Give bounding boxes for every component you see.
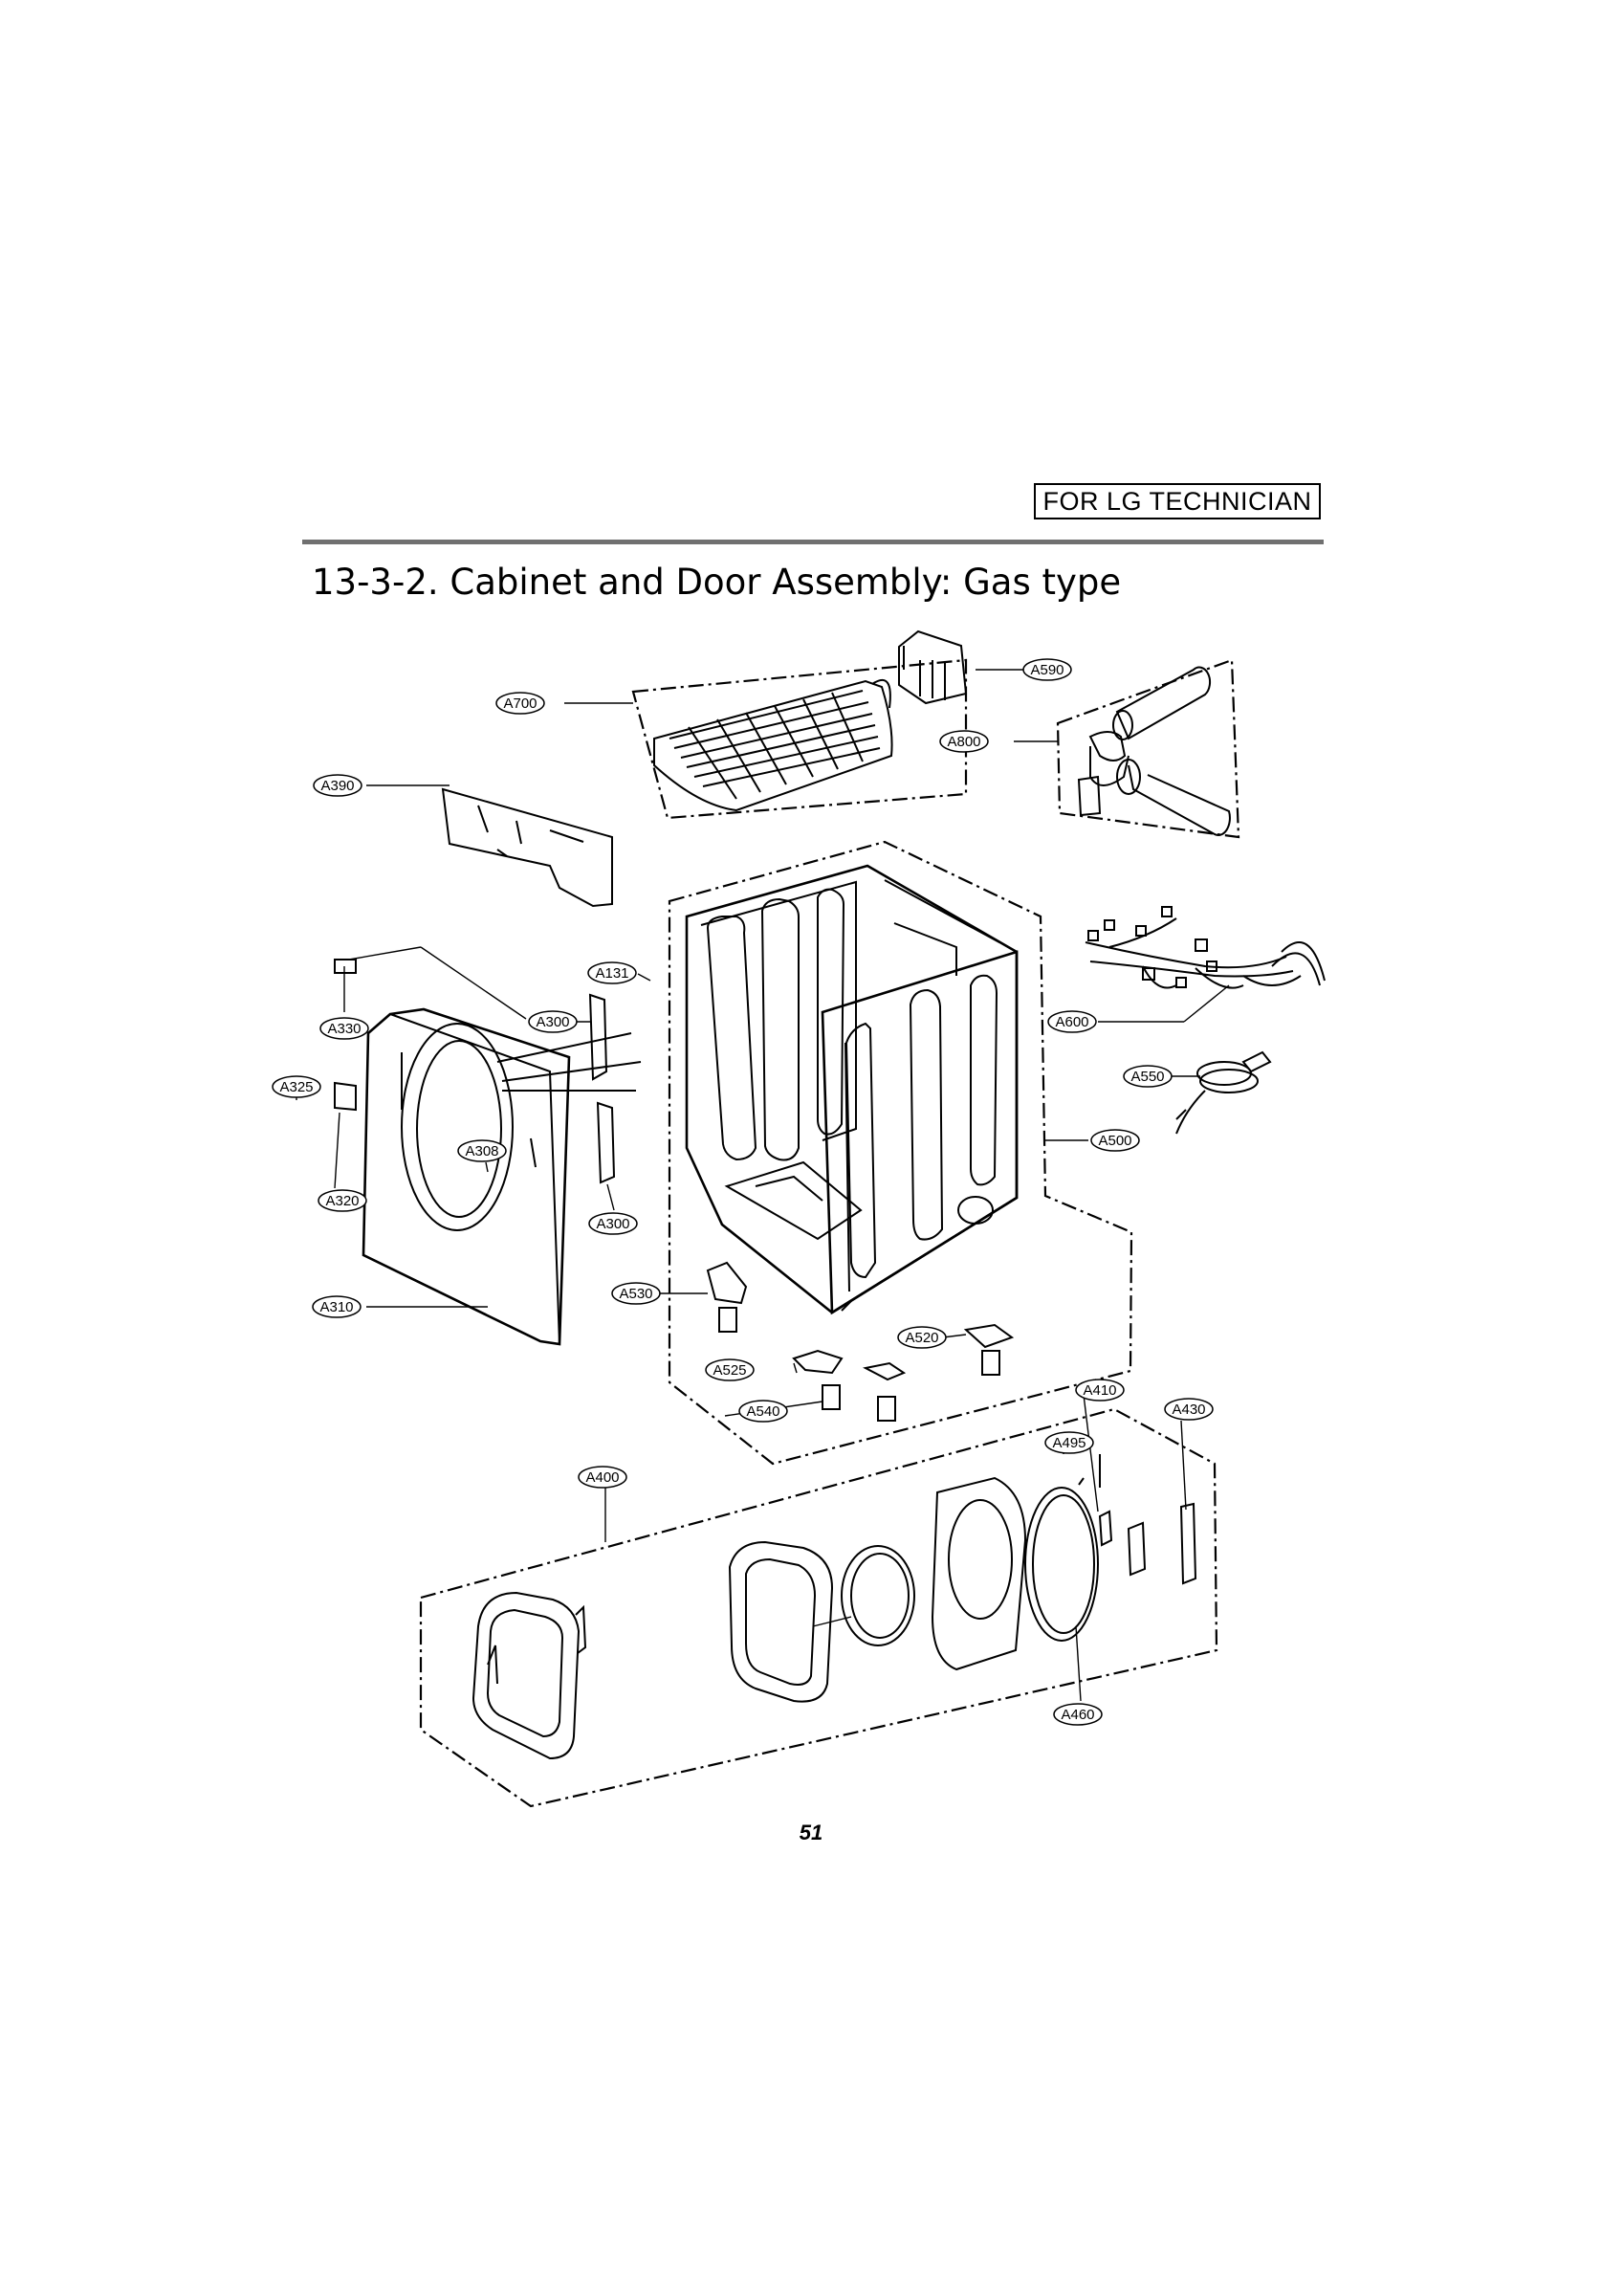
callout-a530: A530 [611, 1282, 661, 1305]
svg-text:A325: A325 [279, 1079, 313, 1095]
callout-a308: A308 [457, 1139, 507, 1162]
a700-group-boundary [631, 658, 968, 820]
legs-and-feet-parts [706, 1261, 1015, 1422]
a800-group-boundary [1056, 658, 1240, 839]
a800-duct-part [1077, 666, 1231, 836]
svg-text:A600: A600 [1055, 1014, 1088, 1030]
a390-bracket-part [441, 787, 613, 908]
svg-text:A320: A320 [325, 1193, 359, 1209]
svg-text:A500: A500 [1098, 1133, 1131, 1149]
header-rule [302, 540, 1324, 544]
callout-a500: A500 [1090, 1129, 1140, 1152]
callout-a520: A520 [897, 1326, 947, 1349]
svg-text:A131: A131 [595, 965, 628, 982]
a600-wire-harness-part [1085, 906, 1326, 989]
svg-text:A530: A530 [619, 1286, 652, 1302]
svg-text:A410: A410 [1083, 1382, 1116, 1399]
svg-text:A390: A390 [320, 778, 354, 794]
page-number: 51 [799, 1821, 823, 1844]
a700-cover-part [653, 678, 893, 812]
svg-text:A550: A550 [1130, 1069, 1164, 1085]
callout-a800: A800 [939, 730, 989, 753]
svg-text:A400: A400 [585, 1469, 619, 1486]
callout-a300-lower: A300 [588, 1212, 638, 1235]
a310-front-panel-part [362, 1007, 642, 1346]
svg-text:A800: A800 [947, 734, 980, 750]
svg-text:A430: A430 [1172, 1402, 1205, 1418]
technician-badge: FOR LG TECHNICIAN [1034, 483, 1321, 519]
callout-a525: A525 [705, 1358, 755, 1381]
a300-hinge-parts [588, 993, 616, 1184]
callout-a460: A460 [1053, 1703, 1103, 1726]
callout-a131: A131 [587, 961, 637, 984]
a400-group-boundary [419, 1407, 1218, 1808]
callout-a550: A550 [1123, 1065, 1173, 1088]
svg-text:A700: A700 [503, 695, 537, 712]
callout-a700: A700 [495, 692, 545, 715]
cabinet-group-boundary [668, 840, 1133, 1466]
callout-a325: A325 [272, 1075, 321, 1098]
callout-a300-upper: A300 [528, 1010, 578, 1033]
callout-a430: A430 [1164, 1398, 1214, 1421]
cabinet-part [685, 864, 1019, 1315]
callout-labels: A590 A700 A800 A390 A131 A330 A300 A600 … [272, 658, 1214, 1726]
callout-a390: A390 [313, 774, 362, 797]
svg-text:A330: A330 [327, 1021, 361, 1037]
callout-a410: A410 [1075, 1379, 1125, 1402]
callout-a310: A310 [312, 1295, 362, 1318]
callout-a495: A495 [1044, 1431, 1094, 1454]
a400-door-assembly-part [472, 1454, 1197, 1760]
svg-text:A520: A520 [905, 1330, 938, 1346]
callout-a600: A600 [1047, 1010, 1097, 1033]
svg-text:A495: A495 [1052, 1435, 1086, 1451]
a590-bracket-part [898, 629, 968, 705]
callout-a320: A320 [318, 1189, 367, 1212]
svg-text:A590: A590 [1030, 662, 1064, 678]
section-title: 13-3-2. Cabinet and Door Assembly: Gas t… [312, 562, 1122, 603]
svg-text:A460: A460 [1061, 1707, 1094, 1723]
svg-text:A525: A525 [713, 1362, 746, 1379]
svg-text:A540: A540 [746, 1403, 779, 1420]
svg-text:A300: A300 [536, 1014, 569, 1030]
callout-a330: A330 [319, 1017, 369, 1040]
a330-sensor-part [334, 959, 357, 974]
svg-text:A310: A310 [319, 1299, 353, 1315]
callout-a400: A400 [578, 1466, 627, 1489]
svg-text:A300: A300 [596, 1216, 629, 1232]
callout-a540: A540 [738, 1400, 788, 1423]
svg-text:A308: A308 [465, 1143, 498, 1159]
callout-a590: A590 [1022, 658, 1072, 681]
a550-power-cord-part [1175, 1050, 1272, 1135]
